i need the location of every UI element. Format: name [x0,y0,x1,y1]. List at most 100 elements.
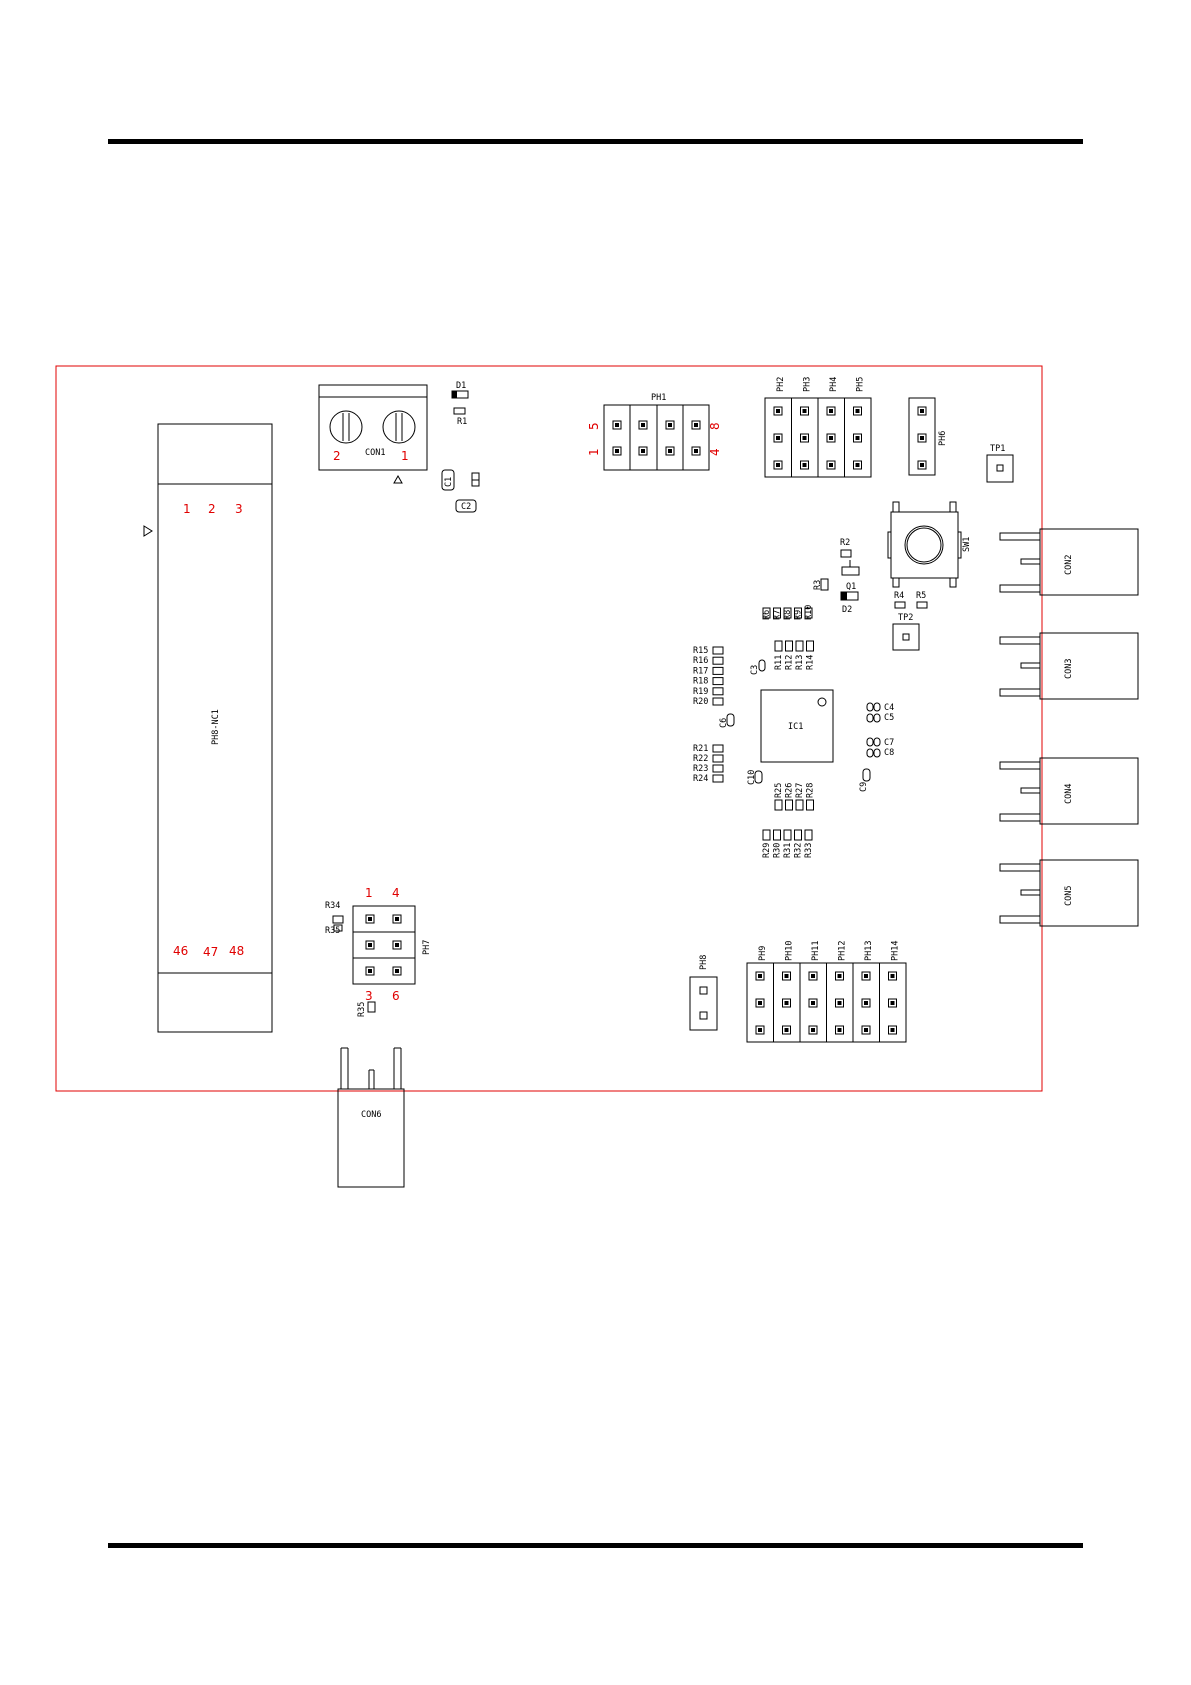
r2-component: R2 [840,538,852,558]
resistor-r11 [774,640,783,652]
c7-label: C7 [884,738,894,748]
resistor-label-r23: R23 [693,764,708,774]
resistor-label-r10: R10 [804,605,814,620]
ph7-pad [365,914,375,924]
con6-connector: CON6 [337,1047,405,1188]
ph7-pad [365,940,375,950]
ph1-pad [612,446,622,456]
resistor-r18 [712,677,724,686]
c2-label: C2 [461,502,471,512]
header-rule [108,139,1083,144]
resistor-label-r17: R17 [693,666,708,676]
ph1-header: PH1 5 1 8 4 [587,393,722,471]
d2-label: D2 [842,605,852,615]
ph7-pin-3: 3 [365,989,373,1003]
r34-component: R34 [325,901,344,924]
pad-hole [864,974,868,978]
module-ph8-nc1: 1 2 3 46 47 48 PH8-NC1 [143,423,273,1033]
resistor-r29 [762,829,771,841]
connector-con5: CON5 [999,859,1139,927]
header-label-ph2: PH2 [776,377,786,392]
ic1-label: IC1 [788,722,803,732]
pad-hole [890,974,895,978]
module-pin-3: 3 [235,502,243,516]
pad-hole [641,449,645,453]
connector-con4: CON4 [999,757,1139,825]
resistor-r25 [774,799,783,811]
ph6-pad [917,433,927,443]
pad-hole [395,943,399,947]
connector-label: CON5 [1064,886,1074,906]
resistor-r6 [762,607,771,619]
resistor-label-r32: R32 [794,843,804,858]
pad-hole [758,1028,762,1032]
resistor-r10 [804,607,813,619]
resistor-r28 [806,799,814,811]
pad-hole [829,409,833,413]
r34-label: R34 [325,901,340,911]
resistor-r26 [785,799,793,811]
header-pad [826,433,836,443]
d2-component: D2 [840,591,859,615]
footer-rule [108,1543,1083,1548]
resistor-r7 [773,607,781,619]
tp2-label: TP2 [898,613,913,623]
pad-hole [784,974,789,978]
c4-label: C4 [884,703,894,713]
ph7-pin-6: 6 [392,989,400,1003]
resistor-label-r14: R14 [806,655,816,670]
header-label-ph12: PH12 [838,941,848,961]
r3-component: R3 [813,578,829,591]
module-label: PH8-NC1 [211,709,221,745]
r1-component: R1 [453,407,467,427]
header-label-ph9: PH9 [758,946,768,961]
ph1-pad [665,446,675,456]
pad-hole [855,409,860,413]
resistor-label-r7: R7 [773,610,783,620]
ph1-pin-5: 5 [587,422,601,430]
header-label-ph5: PH5 [856,377,866,392]
header-pad [861,998,871,1008]
resistor-label-r33: R33 [804,843,814,858]
c7-c8-components: C7 C8 [866,737,894,758]
c5-label: C5 [884,713,894,723]
ph1-pad [691,420,701,430]
pad-hole [368,943,372,947]
ph7-pin-1: 1 [365,886,373,900]
header-pad [888,1025,897,1035]
resistor-r16 [712,656,724,665]
con1-label: CON1 [365,448,385,458]
board-outline [55,365,1043,1092]
header-pad [808,971,818,981]
resistor-label-r31: R31 [783,843,793,858]
module-pin-47: 47 [203,945,218,959]
sw1-switch: SW1 [887,501,972,588]
pad-hole [776,463,780,467]
header-label-ph3: PH3 [803,377,813,392]
header-pad [782,1025,791,1035]
resistor-label-r13: R13 [795,655,805,670]
c3-label: C3 [750,665,760,675]
ph7-pad [392,914,402,924]
resistor-label-r18: R18 [693,677,708,687]
ph1-label: PH1 [651,393,666,403]
module-pin-1: 1 [183,502,191,516]
ph1-pad [612,420,622,430]
pad-hole [368,969,372,973]
ph1-pin-4: 4 [708,448,722,456]
pad-hole [864,1028,868,1032]
header-pad [861,1025,871,1035]
pad-hole [758,1001,762,1005]
connector-con2: CON2 [999,528,1139,596]
r5-component: R5 [916,591,928,609]
r35-component-a: R35 [325,924,343,936]
header-pad [835,998,844,1008]
header-label-ph4: PH4 [829,377,839,392]
header-pad [853,433,862,443]
c2-component: C2 [455,499,477,513]
header-pad [755,971,765,981]
c8-label: C8 [884,748,894,758]
pad-hole [855,436,860,440]
resistor-label-r30: R30 [773,843,783,858]
con1-pin-1: 1 [401,449,409,463]
